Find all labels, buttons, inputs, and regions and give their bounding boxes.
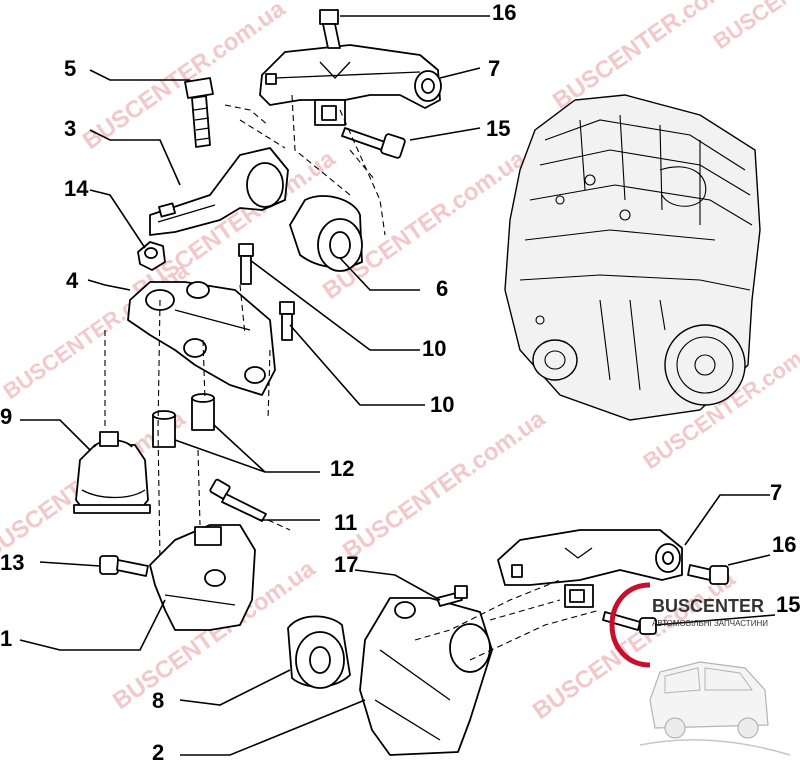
callout-1: 1 — [0, 626, 12, 651]
callout-10-upper: 10 — [422, 336, 446, 361]
callout-7-top: 7 — [488, 56, 500, 81]
bushing-6 — [289, 195, 363, 272]
van-icon — [639, 661, 791, 756]
callout-10-lower: 10 — [430, 392, 454, 417]
callout-2: 2 — [152, 740, 164, 765]
callout-8: 8 — [152, 688, 164, 713]
arm-bracket-3 — [149, 147, 289, 236]
support-bracket-4 — [127, 281, 276, 396]
lower-bracket-7 — [497, 529, 683, 608]
callout-3: 3 — [64, 116, 76, 141]
engine-block-illustration — [504, 94, 761, 421]
callout-16-top: 16 — [492, 0, 516, 25]
bolt-13 — [99, 555, 149, 577]
callout-17: 17 — [334, 552, 358, 577]
callout-6: 6 — [436, 276, 448, 301]
callout-16-right: 16 — [772, 532, 796, 557]
callout-15-right: 15 — [776, 592, 800, 617]
watermark-text: BUSCENTER.com.ua — [548, 0, 761, 115]
callout-12: 12 — [330, 456, 354, 481]
bolt-5 — [184, 77, 214, 148]
bushing-8 — [287, 615, 351, 689]
bolt-16-right — [687, 564, 729, 585]
watermark-text: BUSCENTER.com.ua — [709, 0, 800, 54]
callout-11: 11 — [334, 510, 357, 535]
callout-14: 14 — [64, 176, 89, 201]
spacer-12-right — [191, 393, 215, 431]
bolt-16-top — [319, 9, 341, 49]
logo-brand-text: BUSCENTER — [652, 596, 764, 616]
bolt-15-top — [341, 127, 406, 159]
engine-bracket-1 — [149, 524, 256, 631]
callout-4: 4 — [66, 268, 79, 293]
callout-13: 13 — [0, 550, 24, 575]
bolt-11 — [209, 478, 267, 522]
spacer-12-left — [152, 410, 176, 448]
logo-tagline-text: АВТОМОБІЛЬНІ ЗАПЧАСТИНИ — [652, 619, 768, 628]
mount-bracket-2 — [359, 597, 493, 756]
assembly-lines — [104, 94, 601, 661]
bolt-17 — [436, 585, 468, 607]
callout-9: 9 — [0, 404, 12, 429]
upper-bracket-7 — [259, 44, 442, 126]
callout-7-right: 7 — [770, 480, 782, 505]
bolt-10-upper — [238, 243, 254, 285]
logo-arc — [609, 582, 651, 668]
rubber-mount-9 — [73, 431, 151, 514]
nut-14 — [137, 241, 166, 271]
leader-lines — [19, 15, 776, 756]
bolt-10-lower — [279, 301, 295, 341]
callout-5: 5 — [64, 56, 76, 81]
buscenter-logo: BUSCENTER АВТОМОБІЛЬНІ ЗАПЧАСТИНИ — [609, 582, 791, 756]
callout-15-top: 15 — [486, 116, 510, 141]
